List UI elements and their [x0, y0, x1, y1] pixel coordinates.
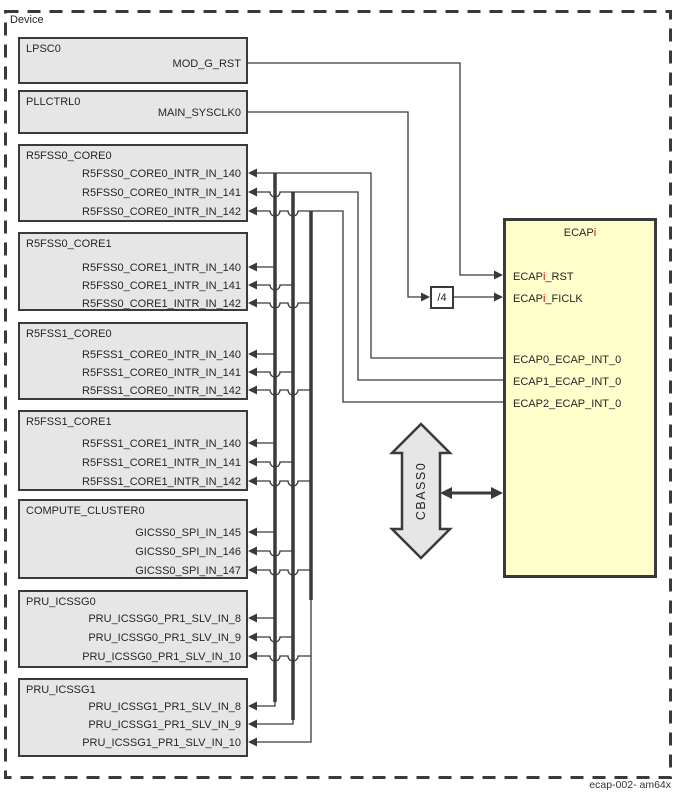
signal-label: GICSS0_SPI_IN_145 — [135, 527, 241, 539]
arrowhead — [248, 546, 257, 556]
signal-label: R5FSS0_CORE1_INTR_IN_141 — [82, 280, 241, 292]
signal-label: R5FSS1_CORE1_INTR_IN_140 — [82, 438, 241, 450]
block-title: R5FSS0_CORE0 — [26, 150, 112, 162]
signal-label: PRU_ICSSG1_PR1_SLV_IN_8 — [88, 701, 241, 713]
signal-label: GICSS0_SPI_IN_146 — [135, 546, 241, 558]
signal-label: PRU_ICSSG1_PR1_SLV_IN_10 — [82, 737, 241, 749]
arrowhead — [491, 487, 503, 499]
signal-label: MOD_G_RST — [172, 58, 241, 70]
arrowhead — [248, 385, 257, 395]
reset-clock-wires — [248, 62, 503, 302]
arrowhead — [248, 651, 257, 661]
block-title: PRU_ICSSG0 — [26, 596, 96, 608]
arrowhead — [421, 292, 430, 302]
signal-label: R5FSS1_CORE0_INTR_IN_141 — [82, 367, 241, 379]
clock-divider-box: /4 — [430, 286, 454, 309]
signal-label: R5FSS0_CORE0_INTR_IN_141 — [82, 187, 241, 199]
arrowhead — [248, 457, 257, 467]
signal-label: R5FSS1_CORE0_INTR_IN_142 — [82, 385, 241, 397]
signal-label: PRU_ICSSG0_PR1_SLV_IN_10 — [82, 651, 241, 663]
arrowhead — [248, 719, 257, 729]
arrowhead — [248, 613, 257, 623]
block-title: R5FSS0_CORE1 — [26, 238, 112, 250]
cbass0-label: CBASS0 — [414, 462, 428, 520]
block-title: LPSC0 — [26, 43, 61, 55]
signal-label: R5FSS0_CORE1_INTR_IN_142 — [82, 298, 241, 310]
arrowhead — [440, 487, 452, 499]
arrowhead — [248, 737, 257, 747]
arrowhead — [494, 270, 503, 280]
block-title: COMPUTE_CLUSTER0 — [26, 505, 145, 517]
block-title: R5FSS1_CORE0 — [26, 328, 112, 340]
arrowhead — [248, 476, 257, 486]
arrowhead — [248, 280, 257, 290]
arrowhead — [248, 438, 257, 448]
signal-label: ECAPi_FICLK — [513, 293, 583, 305]
signal-label: PRU_ICSSG0_PR1_SLV_IN_8 — [88, 613, 241, 625]
signal-label: R5FSS0_CORE0_INTR_IN_140 — [82, 168, 241, 180]
arrowheads — [248, 168, 257, 747]
signal-label: R5FSS1_CORE1_INTR_IN_141 — [82, 457, 241, 469]
arrowhead — [248, 187, 257, 197]
arrowhead — [248, 565, 257, 575]
arrowhead — [248, 168, 257, 178]
signal-label: R5FSS1_CORE1_INTR_IN_142 — [82, 476, 241, 488]
figure-id: ecap-002- am64x — [589, 779, 671, 791]
signal-label: ECAPi_RST — [513, 271, 574, 283]
cbass0-arrow-shape — [388, 422, 454, 560]
signal-label: ECAP1_ECAP_INT_0 — [513, 376, 622, 388]
cbass0-interconnect: CBASS0 — [388, 422, 503, 560]
block-title: ECAPi — [563, 227, 597, 239]
interrupt-wires — [252, 172, 503, 743]
signal-label: PRU_ICSSG0_PR1_SLV_IN_9 — [88, 632, 241, 644]
signal-label: R5FSS0_CORE1_INTR_IN_140 — [82, 262, 241, 274]
arrowhead — [248, 367, 257, 377]
device-label: Device — [10, 14, 44, 26]
arrowhead — [248, 632, 257, 642]
arrowhead — [248, 262, 257, 272]
signal-label: GICSS0_SPI_IN_147 — [135, 565, 241, 577]
arrowhead — [248, 349, 257, 359]
signal-label: ECAP0_ECAP_INT_0 — [513, 354, 622, 366]
signal-label: PRU_ICSSG1_PR1_SLV_IN_9 — [88, 719, 241, 731]
arrowhead — [248, 701, 257, 711]
arrowhead — [248, 206, 257, 216]
signal-label: R5FSS0_CORE0_INTR_IN_142 — [82, 206, 241, 218]
bus-lines — [273, 173, 313, 720]
clock-divider-label: /4 — [437, 291, 447, 304]
arrowhead — [494, 292, 503, 302]
signal-label: MAIN_SYSCLK0 — [157, 107, 241, 119]
signal-label: ECAP2_ECAP_INT_0 — [513, 398, 622, 410]
block-title: PRU_ICSSG1 — [26, 684, 96, 696]
arrowhead — [248, 298, 257, 308]
block-title: R5FSS1_CORE1 — [26, 416, 112, 428]
arrowhead — [248, 527, 257, 537]
signal-label: R5FSS1_CORE0_INTR_IN_140 — [82, 349, 241, 361]
block-title: PLLCTRL0 — [26, 96, 81, 108]
